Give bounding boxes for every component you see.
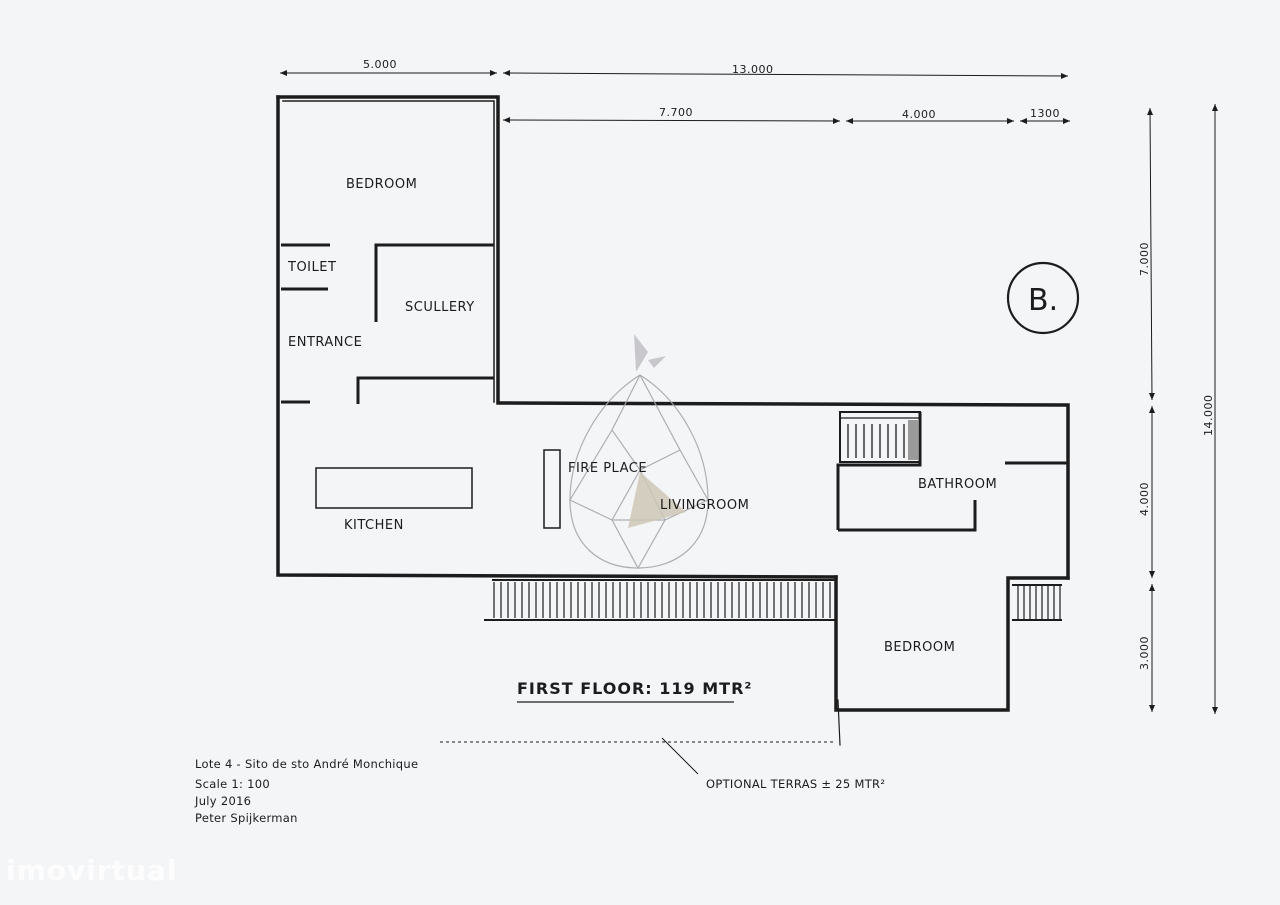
label-toilet: TOILET (287, 260, 336, 275)
label-entrance: ENTRANCE (288, 335, 362, 350)
label-bedroom-top: BEDROOM (346, 177, 417, 192)
balcony-railing (484, 579, 836, 621)
stairs (839, 411, 921, 463)
watermark-text: imovirtual (6, 854, 177, 887)
label-bedroom-bottom: BEDROOM (884, 640, 955, 655)
label-bathroom: BATHROOM (918, 477, 997, 492)
label-fireplace: FIRE PLACE (568, 461, 647, 476)
info-date: July 2016 (194, 794, 251, 808)
side-railing (1012, 584, 1062, 621)
terrace-label: OPTIONAL TERRAS ± 25 MTR² (706, 777, 885, 791)
plan-badge: B. (1028, 283, 1058, 318)
info-author: Peter Spijkerman (195, 811, 298, 825)
label-scullery: SCULLERY (405, 300, 475, 315)
plan-title: FIRST FLOOR: 119 MTR² (517, 679, 752, 698)
kitchen-counter (315, 467, 473, 509)
watermark-logo (569, 334, 709, 570)
plan-badge-circle (1006, 261, 1080, 335)
dim-seg-a: 7.700 (659, 106, 693, 119)
dimension-lines (280, 70, 1218, 714)
terrace-leader (661, 737, 699, 775)
dim-seg-b: 4.000 (902, 108, 936, 121)
dim-top-total: 13.000 (732, 63, 774, 76)
fireplace-block (543, 449, 561, 529)
dim-seg-c: 1300 (1030, 107, 1060, 120)
dim-right-bottom: 3.000 (1138, 636, 1151, 670)
balcony-balusters (493, 582, 831, 618)
info-location: Lote 4 - Sito de sto André Monchique (195, 757, 418, 771)
dim-right-total: 14.000 (1202, 395, 1215, 437)
info-scale: Scale 1: 100 (195, 777, 270, 791)
interior-walls (281, 243, 1068, 532)
dim-right-top: 7.000 (1138, 242, 1151, 276)
dim-right-mid: 4.000 (1138, 482, 1151, 516)
label-living-room: LIVINGROOM (660, 498, 749, 513)
label-kitchen: KITCHEN (344, 518, 404, 533)
dim-top-left: 5.000 (363, 58, 397, 71)
